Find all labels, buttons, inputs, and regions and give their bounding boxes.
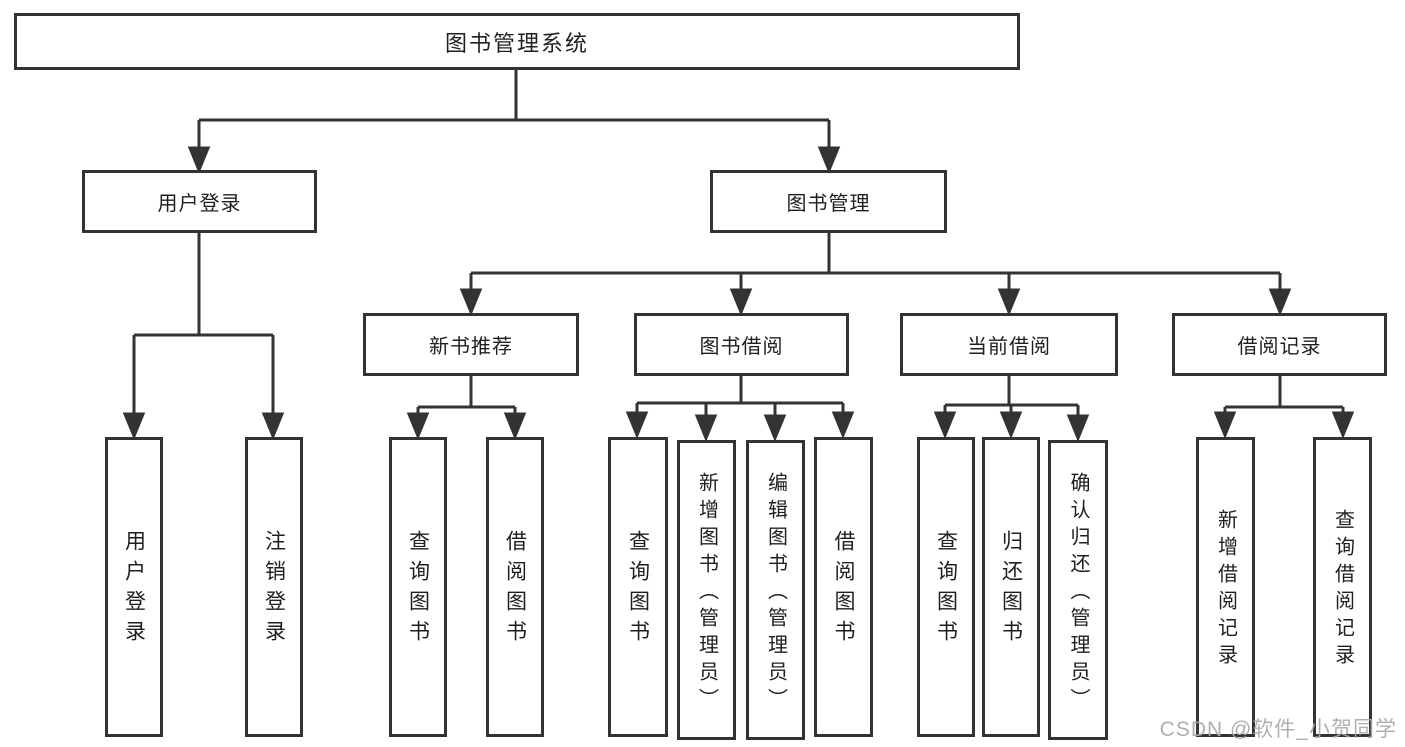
node-library-management-system: 图书管理系统 bbox=[14, 13, 1020, 70]
leaf-record-add-borrow-record: 新增借阅记录 bbox=[1196, 437, 1255, 737]
node-book-management: 图书管理 bbox=[710, 170, 947, 233]
leaf-record-query-borrow-record: 查询借阅记录 bbox=[1313, 437, 1372, 737]
node-borrowing-records: 借阅记录 bbox=[1172, 313, 1387, 376]
leaf-current-query-books: 查询图书 bbox=[917, 437, 975, 737]
leaf-newbook-borrow-books: 借阅图书 bbox=[486, 437, 544, 737]
connector-currentborrow-to-leaves bbox=[933, 376, 1090, 442]
connector-userlogin-to-leaves bbox=[122, 233, 285, 440]
leaf-borrow-add-books-admin: 新增图书（管理员） bbox=[677, 440, 736, 740]
node-current-borrowing: 当前借阅 bbox=[900, 313, 1118, 376]
connector-newbook-to-leaves bbox=[406, 376, 527, 440]
leaf-borrow-borrow-books: 借阅图书 bbox=[814, 437, 873, 737]
leaf-current-confirm-return-admin: 确认归还（管理员） bbox=[1048, 440, 1108, 740]
node-book-borrowing: 图书借阅 bbox=[634, 313, 849, 376]
leaf-user-login: 用户登录 bbox=[105, 437, 163, 737]
leaf-logout: 注销登录 bbox=[245, 437, 303, 737]
leaf-newbook-query-books: 查询图书 bbox=[389, 437, 447, 737]
node-user-login: 用户登录 bbox=[82, 170, 317, 233]
leaf-current-return-books: 归还图书 bbox=[982, 437, 1040, 737]
connector-root-to-level2 bbox=[187, 70, 841, 174]
leaf-borrow-query-books: 查询图书 bbox=[608, 437, 668, 737]
connector-bookborrow-to-leaves bbox=[625, 376, 855, 442]
connector-borrowrecord-to-leaves bbox=[1213, 376, 1355, 439]
csdn-watermark: CSDN @软件_小贺同学 bbox=[1159, 718, 1397, 741]
connector-bookmgmt-to-level3 bbox=[459, 233, 1292, 316]
node-new-book-recommendation: 新书推荐 bbox=[363, 313, 579, 376]
leaf-borrow-edit-books-admin: 编辑图书（管理员） bbox=[746, 440, 805, 740]
